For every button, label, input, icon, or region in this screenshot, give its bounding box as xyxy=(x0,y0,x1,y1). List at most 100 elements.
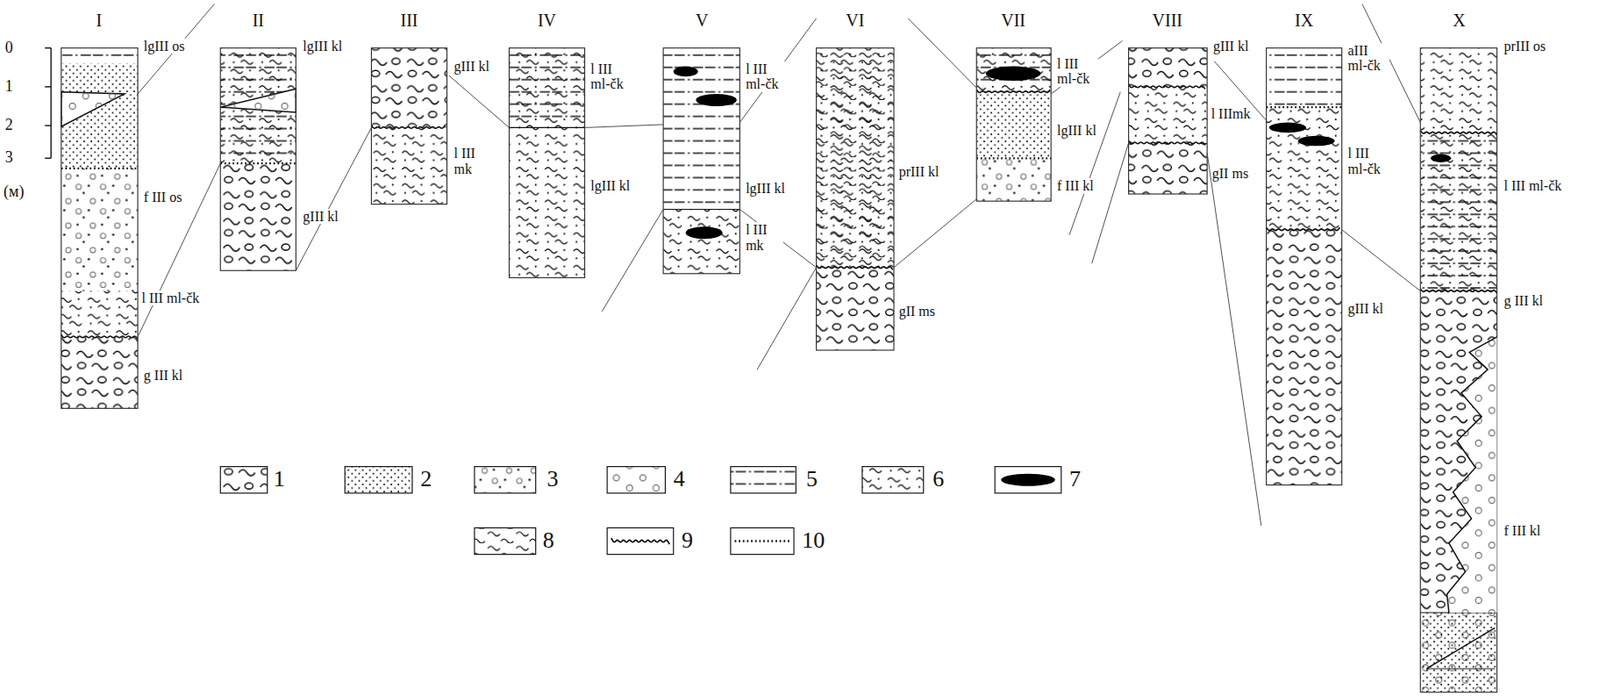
column-number: VII xyxy=(1000,10,1027,30)
scale-bar xyxy=(50,48,51,159)
peat-lens xyxy=(985,66,1042,81)
column-number: VI xyxy=(844,10,865,30)
lithology-fill xyxy=(220,163,296,271)
unit-label: (м) xyxy=(2,183,25,201)
lithology-fill xyxy=(61,291,138,337)
column-outline xyxy=(220,48,296,272)
lithology-fill xyxy=(61,168,138,292)
stratigraphic-column xyxy=(1128,48,1208,194)
lithology-fill xyxy=(220,48,296,164)
layer-boundary xyxy=(663,208,740,210)
stratigraphic-column xyxy=(1420,48,1497,693)
lithology-fill xyxy=(1420,291,1497,613)
correlation-line xyxy=(1069,92,1121,236)
layer-index: gIII kl xyxy=(1212,38,1250,55)
correlation-line xyxy=(739,18,816,123)
legend-number: 9 xyxy=(681,528,693,554)
legend-number: 4 xyxy=(673,466,686,493)
layer-index: gII ms xyxy=(1211,165,1250,182)
legend-swatch xyxy=(607,466,665,493)
correlation-line xyxy=(585,124,665,128)
column-number: I xyxy=(95,10,104,30)
lens-fill xyxy=(220,88,296,113)
column-outline xyxy=(663,48,740,274)
legend-swatch xyxy=(730,527,794,554)
legend-swatch xyxy=(730,466,796,493)
erosion-boundary xyxy=(1420,288,1497,293)
layer-index: gIII kl xyxy=(301,208,339,225)
correlation-line xyxy=(907,18,977,88)
legend-number: 8 xyxy=(542,528,555,554)
lithology-fill xyxy=(1128,48,1208,87)
interfinger-ground xyxy=(1447,336,1498,613)
lithology-fill xyxy=(508,127,585,278)
lithology-fill xyxy=(508,48,585,129)
lithology-fill xyxy=(1128,86,1208,143)
legend-number: 3 xyxy=(547,466,559,493)
column-outline xyxy=(1128,48,1208,194)
layer-index: lgIII kl xyxy=(301,38,343,55)
stratigraphic-column xyxy=(220,48,296,272)
correlation-line xyxy=(1207,152,1262,526)
correlation-line xyxy=(893,199,977,268)
gradual-boundary xyxy=(976,157,1051,159)
lithology-fill xyxy=(371,127,447,204)
legend-swatch xyxy=(474,466,536,493)
legend-number: 5 xyxy=(806,466,818,493)
lens-wedge xyxy=(220,88,296,113)
column-outline xyxy=(1420,48,1497,693)
erosion-boundary xyxy=(1128,140,1206,145)
layer-index: g III kl xyxy=(1502,292,1543,309)
column-number: II xyxy=(251,10,265,30)
correlation-line xyxy=(1342,229,1422,292)
lithology-fill xyxy=(816,48,894,268)
lithology-fill xyxy=(1420,612,1497,693)
stratigraphic-column xyxy=(663,48,740,274)
correlation-line xyxy=(1050,41,1122,94)
lithology-fill xyxy=(663,48,740,210)
lithology-fill xyxy=(61,336,138,408)
legend-swatch xyxy=(344,466,413,493)
legend-swatch xyxy=(220,466,268,493)
layer-index: l IIImk xyxy=(1210,106,1252,122)
layer-index: lgIII os xyxy=(142,38,186,55)
layer-index: prIII os xyxy=(1502,38,1547,55)
erosion-boundary xyxy=(1128,84,1206,89)
erosion-boundary xyxy=(61,334,138,339)
layer-index: lgIII kl xyxy=(1056,122,1098,139)
column-number: V xyxy=(694,10,709,30)
stratigraphic-column xyxy=(61,48,138,409)
correlation-line xyxy=(601,208,664,311)
lithology-fill xyxy=(663,208,740,273)
legend-number: 7 xyxy=(1069,466,1081,493)
stratigraphic-column xyxy=(371,48,447,205)
peat-lens xyxy=(685,226,723,239)
column-outline xyxy=(976,48,1051,201)
lithology-fill xyxy=(1266,48,1343,108)
lithology-fill xyxy=(371,48,447,129)
correlation-line xyxy=(295,127,372,271)
lithology-fill xyxy=(1128,142,1208,194)
legend-swatch xyxy=(607,527,674,554)
layer-index: l III mk xyxy=(452,145,492,177)
legend-number: 6 xyxy=(932,466,944,493)
legend-number: 1 xyxy=(273,466,286,493)
correlation-line xyxy=(449,75,510,128)
interfinger-fill xyxy=(1447,336,1498,613)
lithology-fill xyxy=(508,48,585,129)
scale-tick xyxy=(44,47,51,49)
peat-lens xyxy=(673,66,699,78)
correlation-line xyxy=(739,208,816,267)
correlation-line xyxy=(137,4,215,94)
column-number: III xyxy=(399,10,419,30)
lithology-fill xyxy=(61,48,138,64)
wedge-line xyxy=(1426,627,1495,669)
column-outline xyxy=(1266,48,1343,486)
gradual-boundary xyxy=(1266,106,1343,108)
legend-swatch xyxy=(994,466,1062,493)
layer-index: lgIII kl xyxy=(744,180,786,197)
column-number: VIII xyxy=(1151,10,1184,30)
layer-index: gII ms xyxy=(898,303,936,320)
column-outline xyxy=(61,48,138,409)
stratigraphic-column xyxy=(976,48,1051,201)
